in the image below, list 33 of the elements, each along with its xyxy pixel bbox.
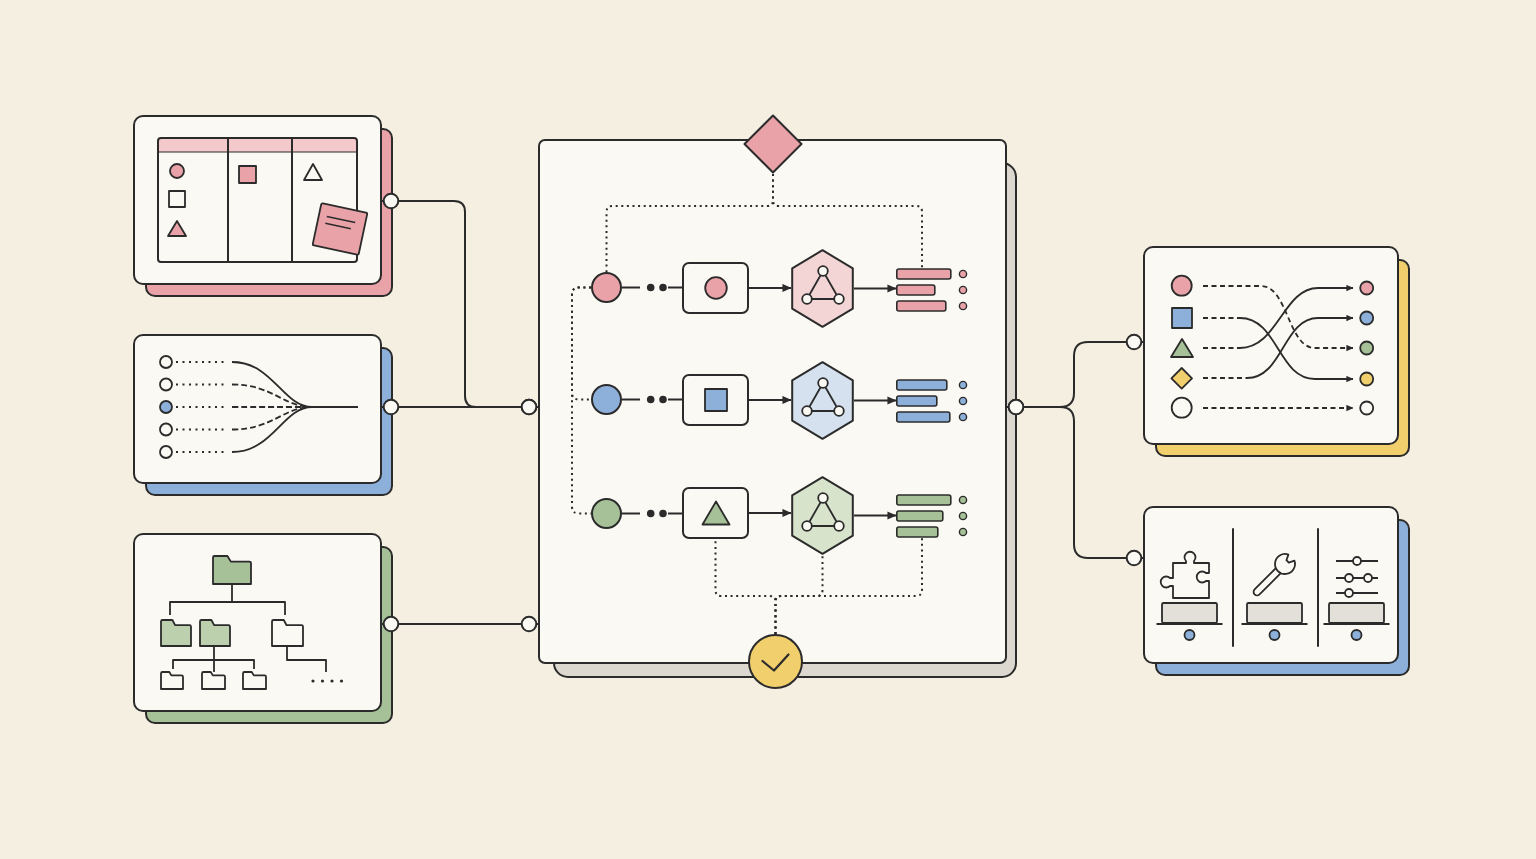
start-circle xyxy=(591,272,622,303)
tools-card xyxy=(1143,506,1399,664)
dotted-line xyxy=(774,537,923,635)
process-box xyxy=(682,487,749,539)
arrow xyxy=(748,395,792,405)
hexagon-node xyxy=(791,249,854,328)
arrow xyxy=(748,283,792,293)
decision-diamond xyxy=(743,114,803,174)
process-panel xyxy=(538,139,1007,664)
connector-line xyxy=(381,398,539,416)
start-circle xyxy=(591,498,622,529)
bar-list xyxy=(896,494,968,538)
merge-card xyxy=(133,334,382,484)
dash-dot-line xyxy=(621,395,683,404)
arrow xyxy=(853,284,897,293)
board-card xyxy=(133,115,382,285)
dotted-line xyxy=(571,286,592,515)
hexagon-node xyxy=(791,476,854,555)
process-box xyxy=(682,262,749,314)
dotted-line xyxy=(772,173,923,269)
hexagon-node xyxy=(791,361,854,440)
connector-line xyxy=(1006,398,1144,567)
bar-list xyxy=(896,379,968,423)
start-circle xyxy=(591,384,622,415)
arrow xyxy=(853,511,897,520)
connector-line xyxy=(381,615,539,633)
folder-tree-card xyxy=(133,533,382,712)
dash-dot-line xyxy=(621,283,683,292)
bar-list xyxy=(896,268,968,312)
dash-dot-line xyxy=(621,509,683,518)
arrow xyxy=(853,396,897,405)
arrow xyxy=(748,508,792,518)
process-box xyxy=(682,374,749,426)
